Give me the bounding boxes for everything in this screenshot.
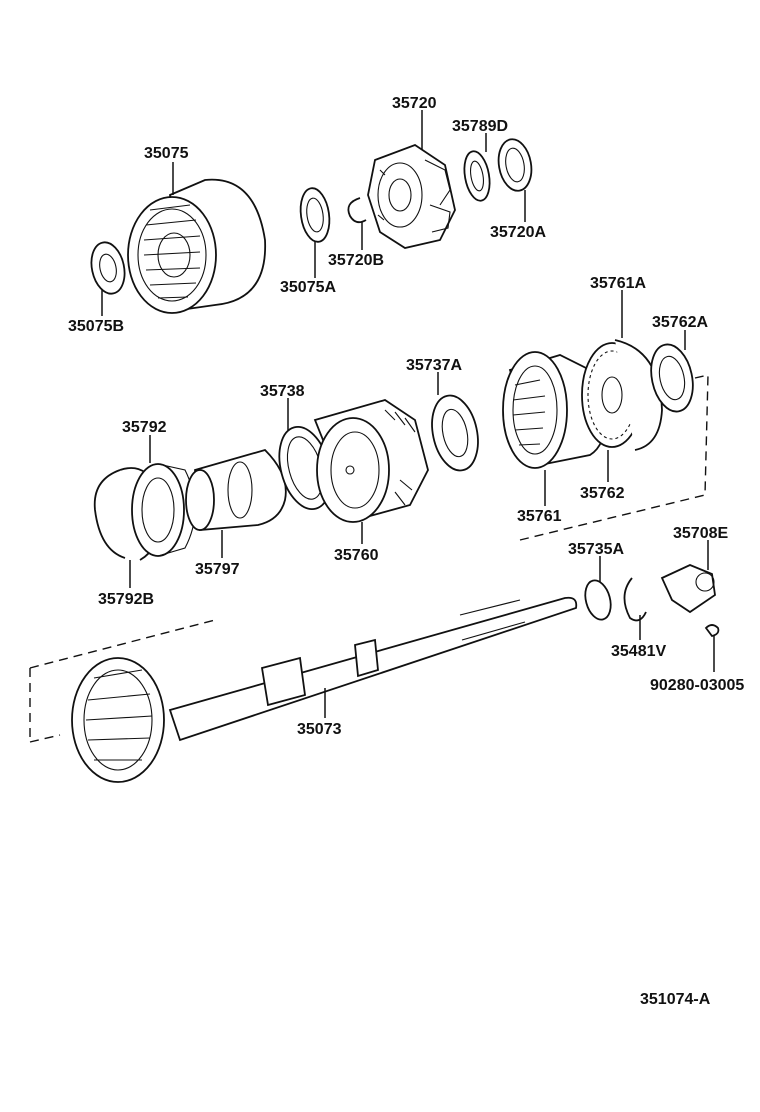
part-35720B-snap-ring (347, 197, 367, 224)
label-35737A: 35737A (406, 357, 462, 374)
part-35761A-snap-ring (614, 339, 663, 451)
part-35735A-ring (584, 579, 612, 621)
label-35762A: 35762A (652, 314, 708, 331)
part-35481V-snap-ring (623, 577, 647, 622)
label-35720A: 35720A (490, 224, 546, 241)
part-35797-sun-gear (185, 448, 287, 531)
part-35760-gear (313, 399, 429, 523)
label-35075A: 35075A (280, 279, 336, 296)
part-35789D-washer (463, 150, 491, 202)
part-35737A-washer (431, 394, 479, 472)
label-35789D: 35789D (452, 118, 508, 135)
label-35720: 35720 (392, 95, 437, 112)
part-90280-03005-key (704, 624, 720, 638)
part-35708E-drive-gear (660, 564, 716, 614)
diagram-id: 351074-A (640, 991, 711, 1008)
part-35792-bearing (131, 463, 196, 557)
part-35761-drum (502, 351, 607, 469)
label-35792B: 35792B (98, 591, 154, 608)
part-35762A-bearing (650, 343, 694, 413)
label-35738: 35738 (260, 383, 305, 400)
part-35720A-bearing (497, 138, 533, 192)
assembly-dashed-lines (29, 374, 709, 743)
label-35760: 35760 (334, 547, 379, 564)
label-35762: 35762 (580, 485, 625, 502)
label-35075B: 35075B (68, 318, 124, 335)
label-35075: 35075 (144, 145, 189, 162)
part-35075-drum (127, 178, 266, 314)
label-35481V: 35481V (611, 643, 666, 660)
label-35735A: 35735A (568, 541, 624, 558)
leader-lines (101, 110, 715, 718)
part-35075B-washer (90, 241, 126, 295)
label-35720B: 35720B (328, 252, 384, 269)
label-35792: 35792 (122, 419, 167, 436)
label-35797: 35797 (195, 561, 240, 578)
part-35075A-washer (299, 187, 331, 243)
label-35708E: 35708E (673, 525, 728, 542)
part-35720-planetary-carrier (367, 143, 456, 249)
part-35073-output-shaft (71, 596, 578, 783)
label-35761: 35761 (517, 508, 562, 525)
label-90280-03005: 90280-03005 (650, 677, 744, 694)
label-35761A: 35761A (590, 275, 646, 292)
part-labels: 35720 35789D 35075 35720A 35720B 35075A … (68, 95, 744, 1008)
label-35073: 35073 (297, 721, 342, 738)
